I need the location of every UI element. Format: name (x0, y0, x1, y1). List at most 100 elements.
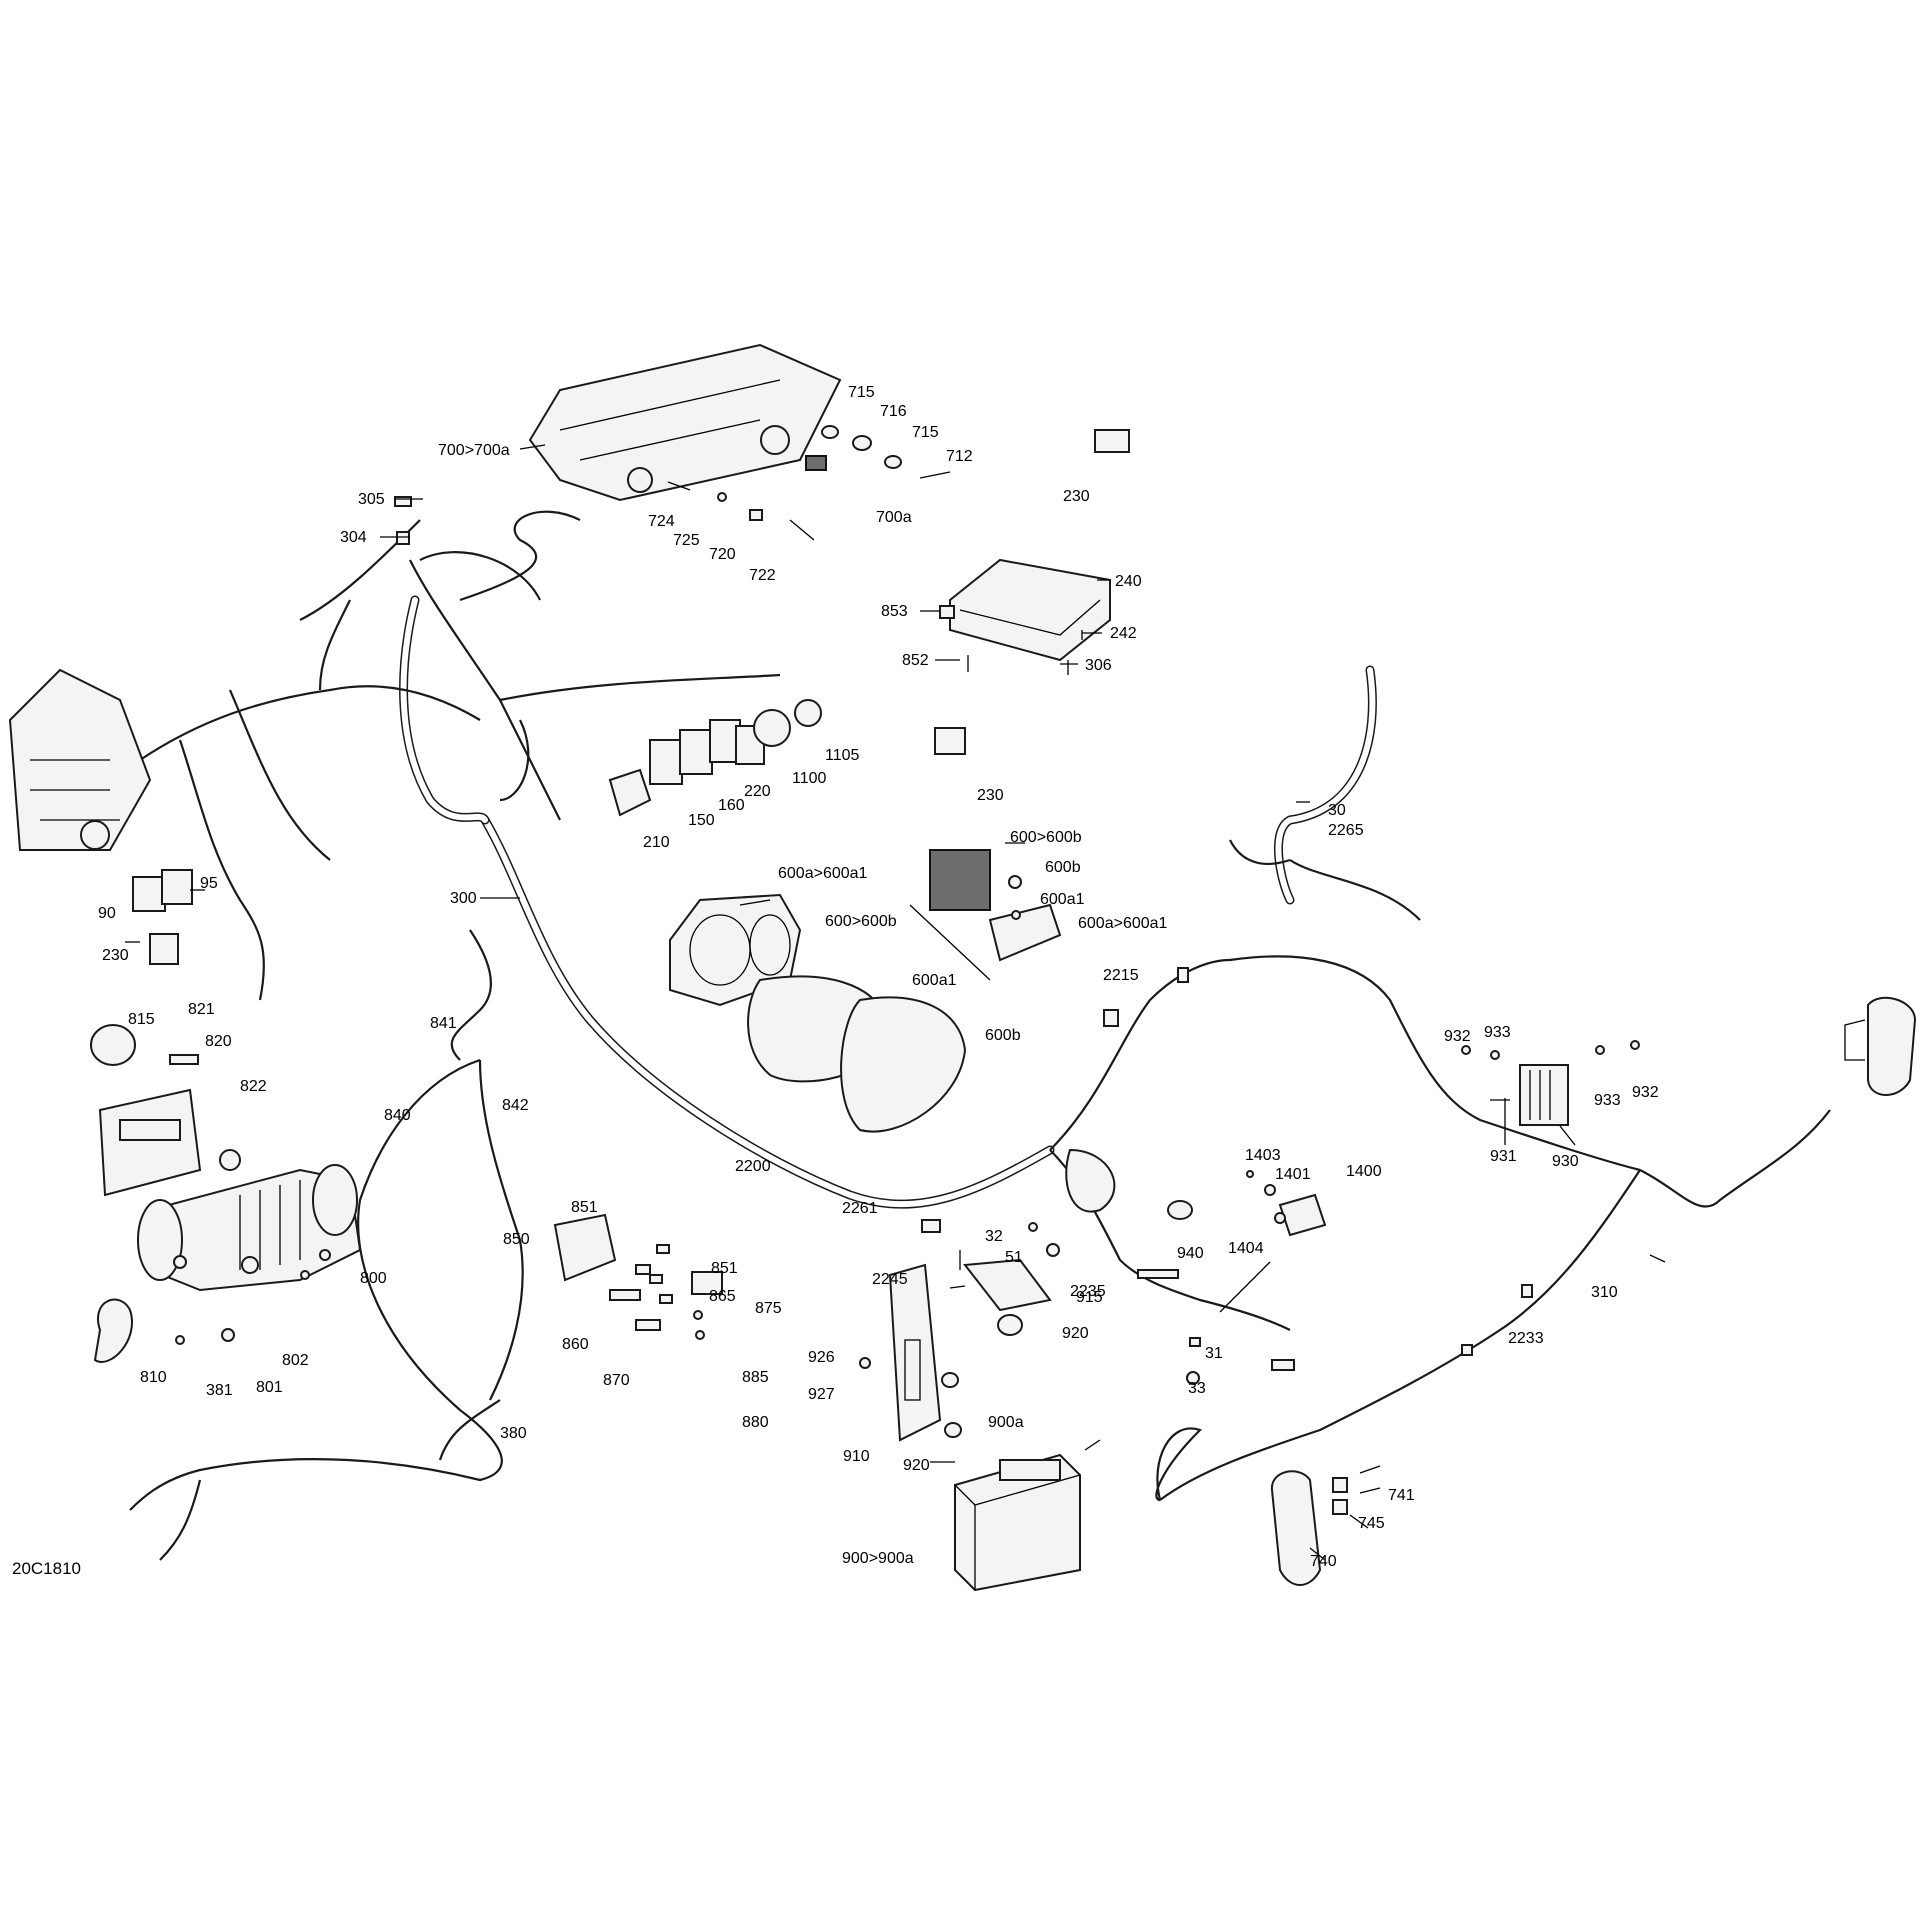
callout-712: 712 (946, 448, 973, 465)
callout-885: 885 (742, 1369, 769, 1386)
callout-300: 300 (450, 890, 477, 907)
callout-1404: 1404 (1228, 1240, 1264, 1257)
callout-715b: 715 (912, 424, 939, 441)
callout-930: 930 (1552, 1153, 1579, 1170)
callout-745: 745 (1358, 1515, 1385, 1532)
callout-1403: 1403 (1245, 1147, 1281, 1164)
callout-304: 304 (340, 529, 367, 546)
winch-800 (137, 1164, 362, 1292)
callout-2265: 2265 (1328, 822, 1364, 839)
callout-381: 381 (206, 1382, 233, 1399)
regulator-930 (1461, 1040, 1640, 1126)
sensor-1400 (1246, 1170, 1327, 1237)
callout-715: 715 (848, 384, 875, 401)
callout-242: 242 (1110, 625, 1137, 642)
light-740 (1270, 996, 1917, 1586)
callout-2235: 2235 (1070, 1283, 1106, 1300)
relay-230-left (149, 933, 179, 965)
callout-842: 842 (502, 1097, 529, 1114)
callout-931: 931 (1490, 1148, 1517, 1165)
diagram-code: 20C1810 (12, 1559, 81, 1578)
callout-230-a: 230 (1063, 488, 1090, 505)
callout-722: 722 (749, 567, 776, 584)
callout-801: 801 (256, 1379, 283, 1396)
callout-850: 850 (503, 1231, 530, 1248)
callout-725: 725 (673, 532, 700, 549)
callout-2215: 2215 (1103, 967, 1139, 984)
relay-230-top (1094, 429, 1130, 453)
callout-875: 875 (755, 1300, 782, 1317)
callout-920-b: 920 (903, 1457, 930, 1474)
callout-380: 380 (500, 1425, 527, 1442)
callout-240: 240 (1115, 573, 1142, 590)
callout-900-900a: 900>900a (842, 1550, 914, 1567)
battery-bracket-910 (859, 1263, 962, 1442)
fasteners-700 (394, 425, 951, 545)
callout-810: 810 (140, 1369, 167, 1386)
gauge-600 (669, 849, 1062, 1133)
dash-switches (608, 699, 822, 817)
battery-900 (954, 1453, 1081, 1592)
callout-880: 880 (742, 1414, 769, 1431)
callout-940: 940 (1177, 1245, 1204, 1262)
small-parts (921, 967, 1533, 1385)
winch-harness-380 (129, 1058, 524, 1561)
callout-600a1-b: 600a1 (912, 972, 957, 989)
cap-940 (1167, 1200, 1193, 1220)
callout-927: 927 (808, 1386, 835, 1403)
callout-310: 310 (1591, 1284, 1618, 1301)
callout-30: 30 (1328, 802, 1346, 819)
callout-852: 852 (902, 652, 929, 669)
fairlead-820 (90, 1024, 241, 1197)
rear-harness-310 (1049, 955, 1831, 1502)
callout-2261: 2261 (842, 1200, 878, 1217)
relay-230-mid (934, 727, 966, 755)
callout-306: 306 (1085, 657, 1112, 674)
callout-933-a: 933 (1484, 1024, 1511, 1041)
callout-95: 95 (200, 875, 218, 892)
callout-51: 51 (1005, 1249, 1023, 1266)
callout-230-c: 230 (102, 947, 129, 964)
callout-2200: 2200 (735, 1158, 771, 1175)
callout-1401: 1401 (1275, 1166, 1311, 1183)
callout-820: 820 (205, 1033, 232, 1050)
callout-815: 815 (128, 1011, 155, 1028)
callout-865: 865 (709, 1288, 736, 1305)
winch-hook-810 (93, 1249, 331, 1363)
callout-230-b: 230 (977, 787, 1004, 804)
callout-160: 160 (718, 797, 745, 814)
callout-210: 210 (643, 834, 670, 851)
callout-700-700a: 700>700a (438, 442, 510, 459)
callout-720: 720 (709, 546, 736, 563)
callout-32: 32 (985, 1228, 1003, 1245)
callout-853: 853 (881, 603, 908, 620)
callout-741: 741 (1388, 1487, 1415, 1504)
callout-305: 305 (358, 491, 385, 508)
callout-920-a: 920 (1062, 1325, 1089, 1342)
callout-1105: 1105 (825, 747, 860, 764)
callout-600b-b: 600b (985, 1027, 1021, 1044)
callout-910: 910 (843, 1448, 870, 1465)
callout-851-b: 851 (711, 1260, 738, 1277)
callout-870: 870 (603, 1372, 630, 1389)
switches-90-95 (132, 869, 193, 912)
callout-716: 716 (880, 403, 907, 420)
front-harness (139, 510, 781, 1061)
callout-800: 800 (360, 1270, 387, 1287)
callout-915: 915 (1076, 1289, 1103, 1306)
headlight-left (8, 668, 152, 851)
callout-932-a: 932 (1444, 1028, 1471, 1045)
contactor-850 (553, 1213, 723, 1340)
callout-2245: 2245 (872, 1271, 908, 1288)
callout-822: 822 (240, 1078, 267, 1095)
cable-30 (1229, 665, 1421, 921)
callout-600a-600a1-b: 600a>600a1 (1078, 915, 1168, 932)
callout-600a1-a: 600a1 (1040, 891, 1085, 908)
main-harness-300 (399, 595, 1055, 1209)
callout-1400: 1400 (1346, 1163, 1382, 1180)
callout-1100: 1100 (792, 770, 827, 787)
tail-light-700 (528, 343, 842, 502)
callout-600-600b-b: 600>600b (825, 913, 897, 930)
callout-90: 90 (98, 905, 116, 922)
